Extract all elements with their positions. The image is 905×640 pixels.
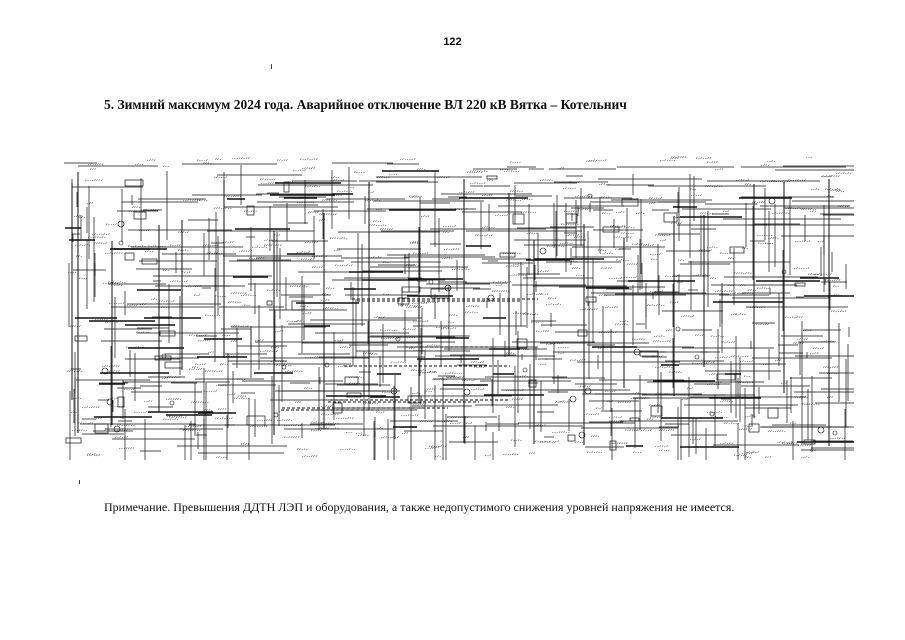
page-number: 122: [443, 36, 462, 48]
scan-speck: [79, 480, 80, 484]
power-grid-schematic: [64, 156, 854, 460]
note-text: Примечание. Превышения ДДТН ЛЭП и оборуд…: [104, 500, 735, 514]
section-title: 5. Зимний максимум 2024 года. Аварийное …: [104, 97, 627, 112]
scan-speck: [271, 64, 272, 69]
